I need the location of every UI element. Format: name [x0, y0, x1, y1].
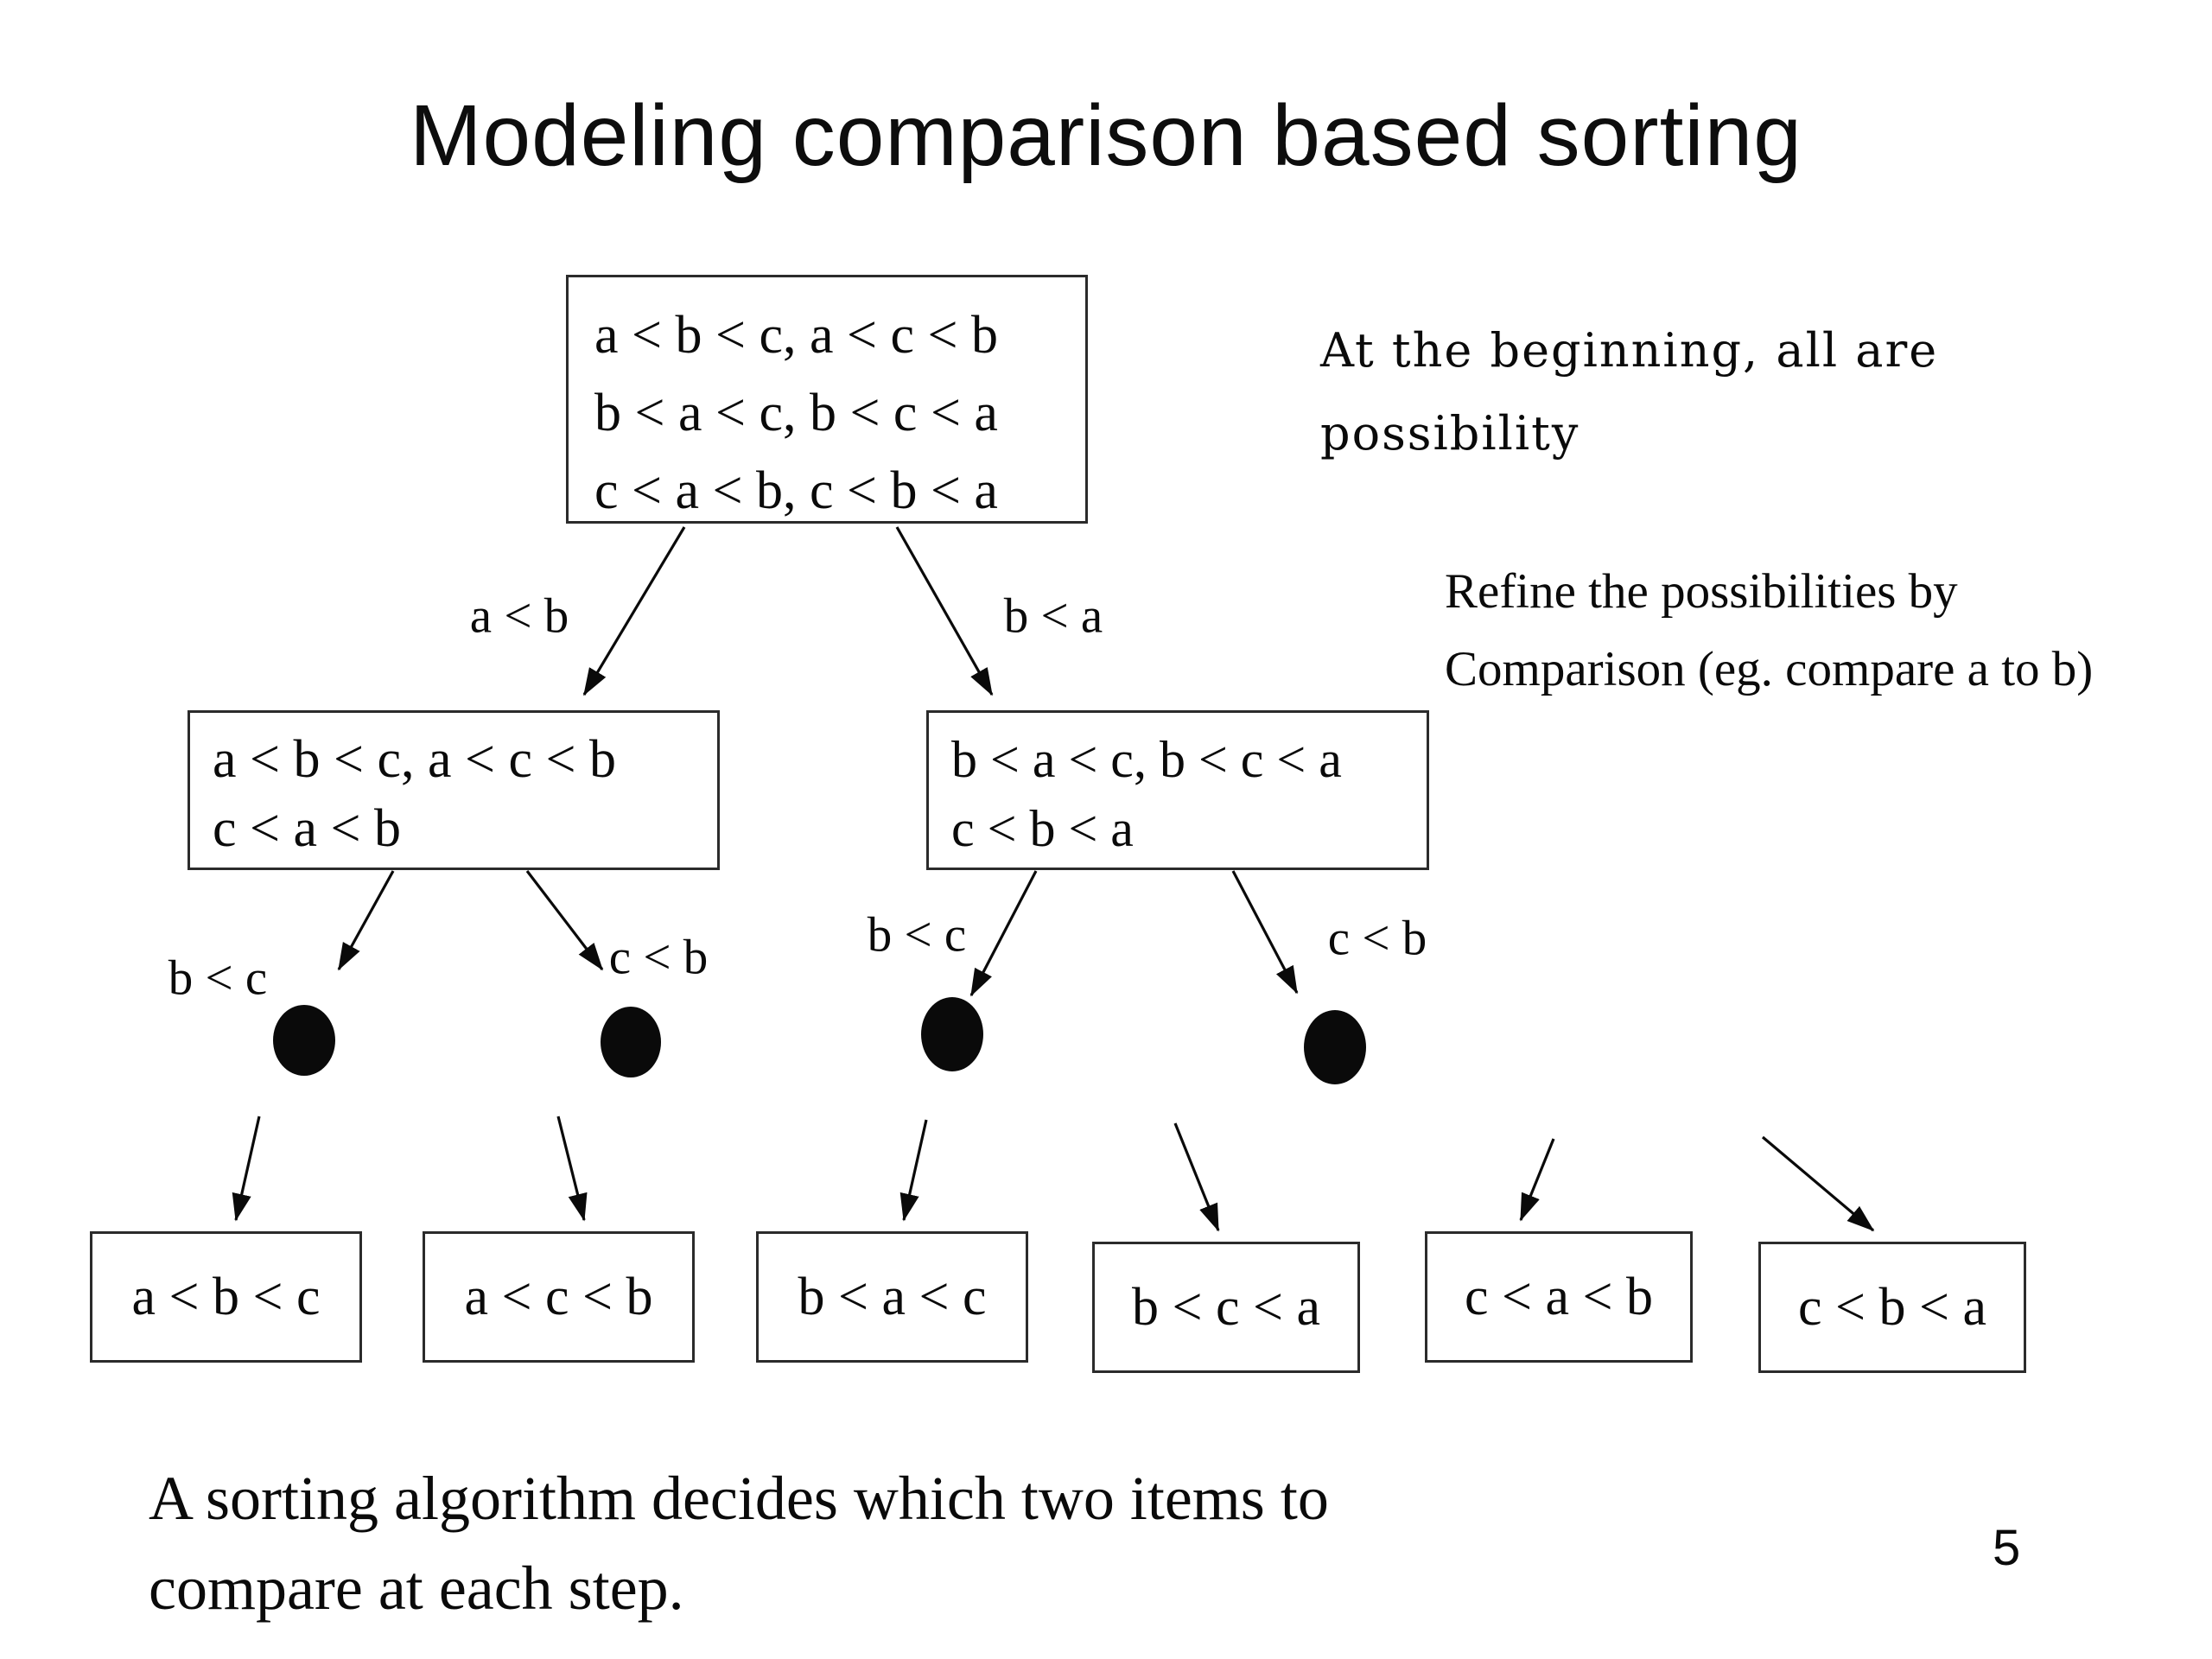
- leaf-node-bac: b < a < c: [756, 1231, 1028, 1363]
- tree-root-node: a < b < c, a < c < b b < a < c, b < c < …: [566, 275, 1088, 524]
- edge-left-bc-arrow: [337, 870, 395, 971]
- tree-right-node: b < a < c, b < c < a c < b < a: [926, 710, 1429, 870]
- edge-label-left-b-lt-c: b < c: [168, 950, 268, 1006]
- decision-dot-4: [1304, 1010, 1366, 1084]
- page-number: 5: [1993, 1520, 2021, 1576]
- leaf-node-acb: a < c < b: [423, 1231, 695, 1363]
- right-node-line-1: b < a < c, b < c < a: [951, 731, 1342, 788]
- tree-left-node: a < b < c, a < c < b c < a < b: [188, 710, 720, 870]
- edge-to-leaf-2-arrow: [556, 1116, 588, 1222]
- annotation-beginning-line-1: At the beginning, all are: [1320, 323, 1939, 378]
- edge-left-cb-arrow: [525, 870, 604, 971]
- edge-label-right-c-lt-b: c < b: [1327, 911, 1427, 966]
- edge-to-leaf-1-arrow: [232, 1116, 261, 1222]
- footer-text: A sorting algorithm decides which two it…: [149, 1453, 1329, 1633]
- edge-root-to-left-arrow: [582, 526, 686, 696]
- footer-line-1: A sorting algorithm decides which two it…: [149, 1464, 1329, 1533]
- annotation-refine: Refine the possibilities by Comparison (…: [1445, 553, 2093, 709]
- edge-to-leaf-6-arrow: [1761, 1135, 1875, 1232]
- left-node-line-2: c < a < b: [213, 799, 401, 858]
- edge-label-a-lt-b: a < b: [469, 588, 569, 644]
- edge-label-b-lt-a: b < a: [1003, 588, 1103, 644]
- left-node-line-1: a < b < c, a < c < b: [213, 730, 616, 789]
- edge-to-leaf-5-arrow: [1519, 1138, 1555, 1222]
- edge-label-right-b-lt-c: b < c: [867, 907, 967, 963]
- edge-root-to-right-arrow: [895, 526, 994, 696]
- root-line-3: c < a < b, c < b < a: [594, 461, 998, 520]
- slide-title: Modeling comparison based sorting: [410, 87, 1802, 184]
- annotation-beginning: At the beginning, all are possibility: [1320, 309, 1938, 475]
- edge-right-cb-arrow: [1231, 870, 1299, 995]
- leaf-node-cba: c < b < a: [1758, 1242, 2026, 1373]
- annotation-refine-line-2: Comparison (eg. compare a to b): [1445, 642, 2094, 696]
- edge-label-left-c-lt-b: c < b: [608, 930, 709, 985]
- leaf-node-abc: a < b < c: [90, 1231, 362, 1363]
- decision-dot-2: [601, 1007, 661, 1077]
- root-line-2: b < a < c, b < c < a: [594, 384, 998, 442]
- root-line-1: a < b < c, a < c < b: [594, 306, 998, 365]
- leaf-node-cab: c < a < b: [1425, 1231, 1693, 1363]
- annotation-refine-line-1: Refine the possibilities by: [1445, 564, 1958, 619]
- edge-to-leaf-3-arrow: [899, 1119, 928, 1222]
- decision-dot-1: [273, 1005, 335, 1076]
- leaf-node-bca: b < c < a: [1092, 1242, 1360, 1373]
- decision-dot-3: [921, 997, 983, 1071]
- annotation-beginning-line-2: possibility: [1320, 406, 1580, 461]
- footer-line-2: compare at each step.: [149, 1554, 684, 1623]
- edge-right-bc-arrow: [969, 870, 1038, 997]
- edge-to-leaf-4-arrow: [1173, 1122, 1220, 1232]
- right-node-line-2: c < b < a: [951, 800, 1134, 857]
